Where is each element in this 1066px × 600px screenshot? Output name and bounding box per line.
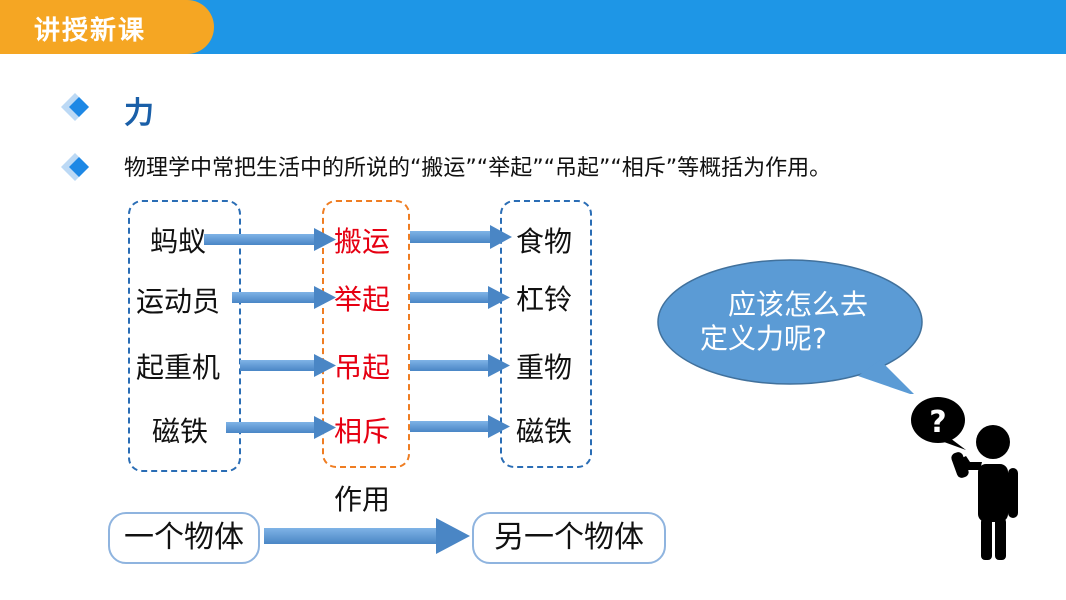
subject-label: 运动员 xyxy=(136,285,221,318)
object-label: 杠铃 xyxy=(516,283,573,316)
arrow-icon xyxy=(410,286,510,309)
header-title: 讲授新课 xyxy=(34,16,147,46)
arrow-icon xyxy=(232,286,336,309)
objects-box xyxy=(500,200,592,468)
subject-label: 磁铁 xyxy=(152,415,209,448)
arrow-icon xyxy=(410,415,510,438)
bubble-line-1: 应该怎么去 xyxy=(728,288,869,321)
header-tab xyxy=(0,0,214,54)
arrow-icon xyxy=(226,416,336,439)
bubble-line-2: 定义力呢? xyxy=(700,322,827,355)
diamond-bullet-icon xyxy=(61,153,89,181)
action-label: 吊起 xyxy=(334,351,391,384)
subject-label: 起重机 xyxy=(136,351,221,384)
speech-bubble-icon xyxy=(657,259,923,396)
action-label: 相斥 xyxy=(334,415,391,448)
action-label: 举起 xyxy=(334,283,391,316)
arrow-icon xyxy=(240,354,336,377)
arrow-icon xyxy=(204,228,336,251)
object-label: 食物 xyxy=(516,225,573,258)
bubble-text: 应该怎么去 定义力呢? xyxy=(700,288,900,356)
arrow-icon xyxy=(410,225,512,249)
svg-text:?: ? xyxy=(929,405,946,440)
object-label: 磁铁 xyxy=(516,415,573,448)
intro-text: 物理学中常把生活中的所说的“搬运”“举起”“吊起”“相斥”等概括为作用。 xyxy=(124,156,832,181)
action-label: 搬运 xyxy=(334,225,391,258)
arrow-icon xyxy=(410,354,510,377)
diamond-bullet-icon xyxy=(61,93,89,121)
summary-arrow-icon xyxy=(264,518,470,554)
heading-title: 力 xyxy=(124,96,154,131)
subjects-box xyxy=(128,200,241,472)
actions-box xyxy=(322,200,410,468)
summary-right-box: 另一个物体 xyxy=(472,512,666,564)
summary-arrow-label: 作用 xyxy=(334,483,391,516)
question-mark-icon: ? xyxy=(911,397,966,450)
object-label: 重物 xyxy=(516,351,573,384)
summary-left-box: 一个物体 xyxy=(108,512,260,564)
subject-label: 蚂蚁 xyxy=(150,225,207,258)
